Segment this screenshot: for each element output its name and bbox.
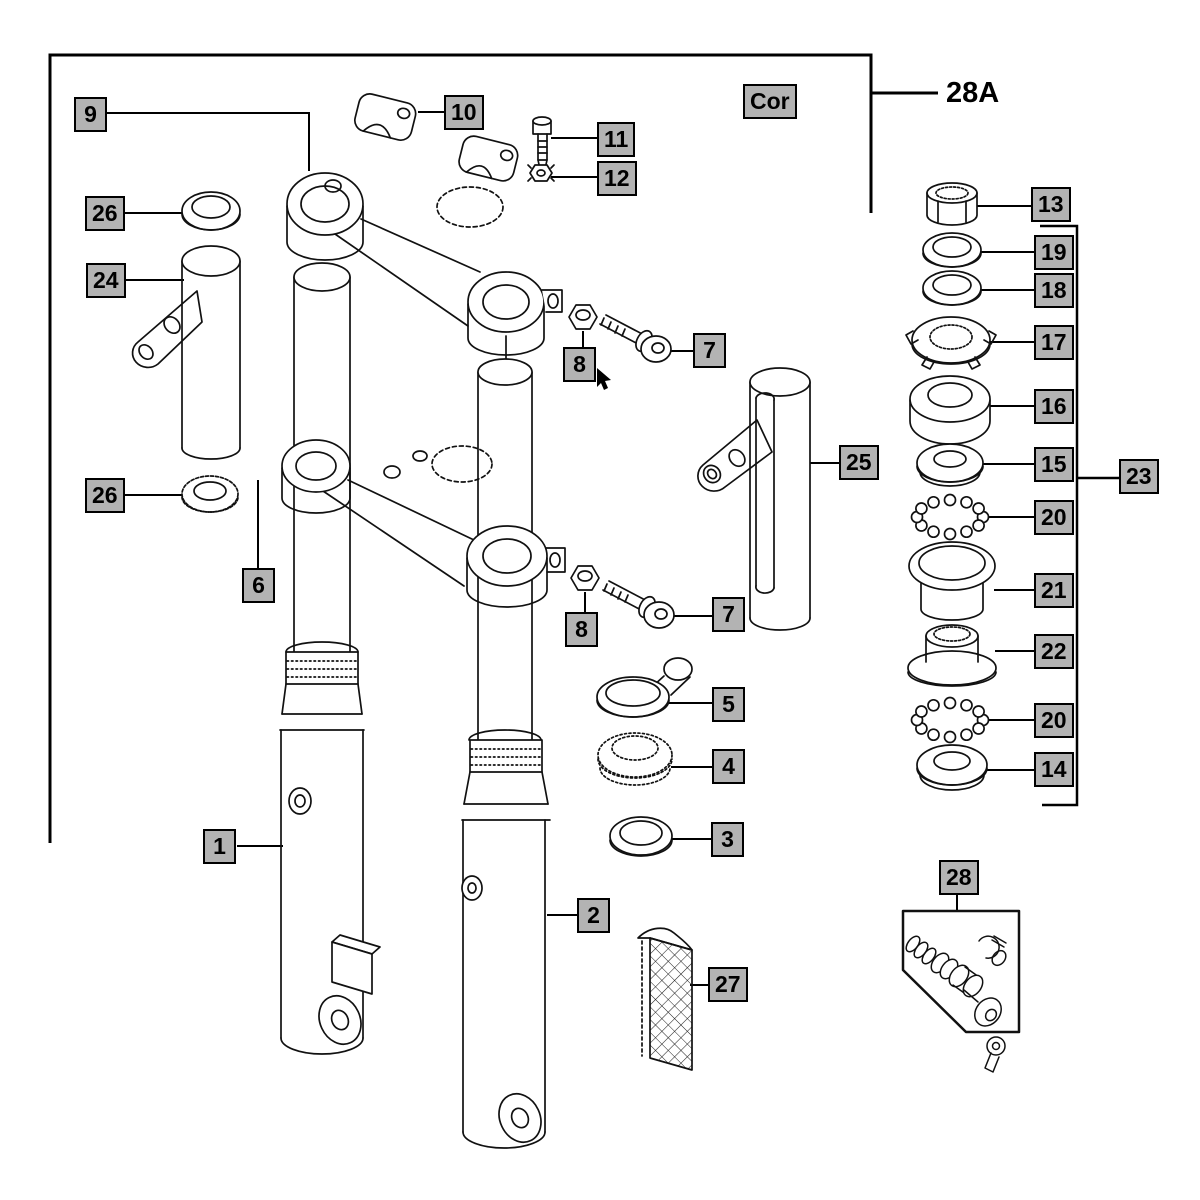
part-label-21[interactable]: 21 [1034, 573, 1074, 608]
fork-leg-left-drawing [279, 262, 381, 1055]
corner-tag-cor[interactable]: Cor [743, 84, 797, 119]
part-label-17[interactable]: 17 [1034, 325, 1074, 360]
part-label-2[interactable]: 2 [577, 898, 610, 933]
part-25-drawing [697, 367, 811, 631]
lower-triple-clamp-drawing [281, 439, 566, 608]
part-label-20-bottom[interactable]: 20 [1034, 703, 1074, 738]
part-19-drawing [922, 232, 982, 268]
part-label-20-top[interactable]: 20 [1034, 500, 1074, 535]
bracket-23 [1040, 224, 1119, 807]
part-label-25[interactable]: 25 [839, 445, 879, 480]
fork-leg-right-drawing [461, 358, 551, 1149]
part-label-1[interactable]: 1 [203, 829, 236, 864]
part-28-lock-parts-drawing [905, 935, 1007, 1073]
part-label-15[interactable]: 15 [1034, 447, 1074, 482]
part-17-drawing [905, 316, 997, 370]
part-label-22[interactable]: 22 [1034, 634, 1074, 669]
part-label-9[interactable]: 9 [74, 97, 107, 132]
part-5-drawing [596, 657, 693, 718]
part-label-7-top[interactable]: 7 [693, 333, 726, 368]
part-27-drawing [637, 927, 693, 1071]
part-20-bottom-drawing [910, 696, 990, 744]
part-label-18[interactable]: 18 [1034, 273, 1074, 308]
part-label-16[interactable]: 16 [1034, 389, 1074, 424]
part-label-5[interactable]: 5 [712, 687, 745, 722]
cursor-arrow [597, 368, 611, 390]
part-22-drawing [907, 624, 997, 687]
part-label-10[interactable]: 10 [444, 95, 484, 130]
part-18-drawing [922, 270, 982, 306]
ref-28a-text: 28A [946, 77, 1000, 109]
part-26-bottom-drawing [181, 475, 239, 513]
part-12-nut-drawing [527, 164, 555, 182]
connector-lines [105, 111, 1034, 986]
part-label-6[interactable]: 6 [242, 568, 275, 603]
part-label-28[interactable]: 28 [939, 860, 979, 895]
part-7-bottom-bolt-drawing [602, 580, 675, 629]
part-11-bolt-drawing [532, 116, 552, 170]
part-14-drawing [916, 744, 988, 791]
part-label-7-bottom[interactable]: 7 [712, 597, 745, 632]
part-7-top-bolt-drawing [599, 314, 672, 363]
part-label-26-bottom[interactable]: 26 [85, 478, 125, 513]
top-triple-clamp-drawing [286, 93, 563, 359]
part-label-4[interactable]: 4 [712, 749, 745, 784]
part-label-13[interactable]: 13 [1031, 187, 1071, 222]
part-label-24[interactable]: 24 [86, 263, 126, 298]
part-label-27[interactable]: 27 [708, 967, 748, 1002]
frame-border [48, 53, 873, 843]
part-20-top-drawing [910, 493, 990, 541]
part-label-8-top[interactable]: 8 [563, 347, 596, 382]
part-label-11[interactable]: 11 [597, 122, 636, 157]
part-label-26-top[interactable]: 26 [85, 196, 125, 231]
part-26-top-drawing [181, 191, 241, 231]
part-label-19[interactable]: 19 [1034, 235, 1074, 270]
part-label-8-bottom[interactable]: 8 [565, 612, 598, 647]
part-3-drawing [609, 816, 673, 857]
part-label-12[interactable]: 12 [597, 161, 637, 196]
part-15-drawing [916, 443, 984, 487]
part-8-top-nut-drawing [568, 304, 598, 330]
part-4-drawing [597, 732, 673, 786]
part-label-23[interactable]: 23 [1119, 459, 1159, 494]
part-label-3[interactable]: 3 [711, 822, 744, 857]
part-16-drawing [909, 375, 991, 445]
part-label-14[interactable]: 14 [1034, 752, 1074, 787]
part-8-bottom-nut-drawing [570, 565, 600, 591]
part-24-drawing [131, 245, 241, 460]
part-21-drawing [908, 541, 996, 621]
part-13-drawing [926, 182, 978, 226]
